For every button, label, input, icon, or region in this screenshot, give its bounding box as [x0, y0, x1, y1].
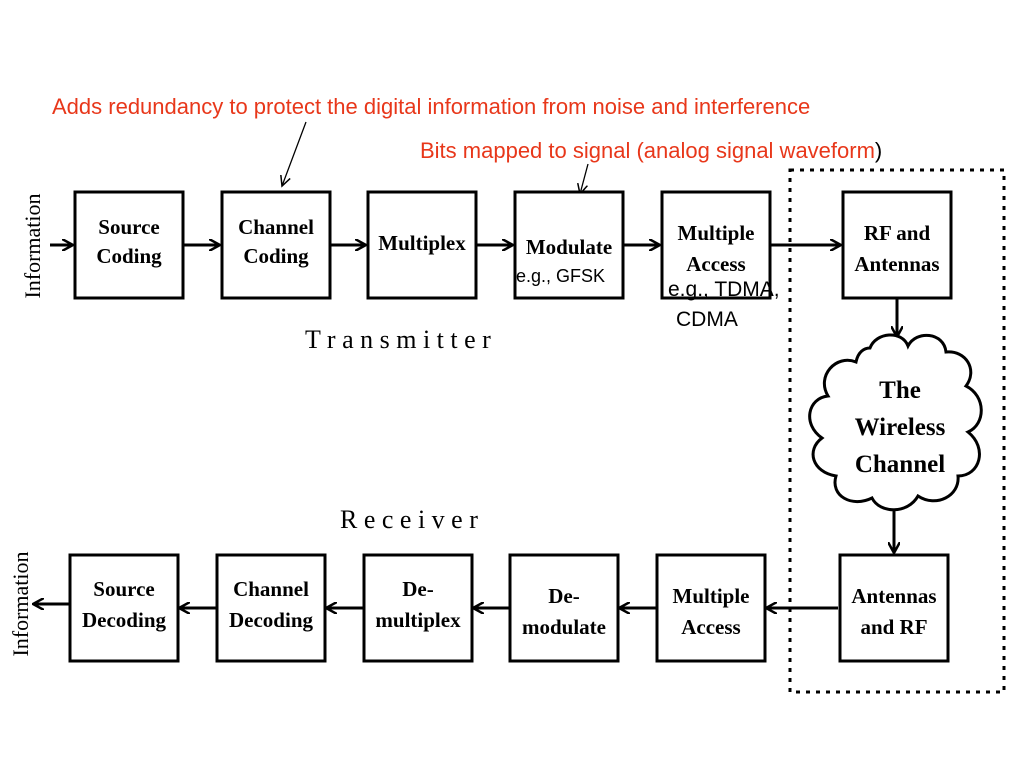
block-channel-decoding: Channel Decoding [215, 553, 327, 663]
transmitter-input-label: Information [20, 193, 45, 298]
svg-text:modulate: modulate [522, 615, 606, 639]
svg-text:Wireless: Wireless [855, 414, 946, 441]
svg-text:Source: Source [93, 577, 154, 601]
block-source-decoding: Source Decoding [68, 553, 180, 663]
block-modulate: Modulate e.g., GFSK [513, 190, 625, 300]
wireless-channel-cloud: The Wireless Channel [808, 333, 983, 512]
modulate-annotation: Bits mapped to signal (analog signal wav… [420, 138, 882, 163]
svg-text:Channel: Channel [855, 451, 945, 478]
block-demodulate: De- modulate [508, 553, 620, 663]
channel-coding-annotation: Adds redundancy to protect the digital i… [52, 94, 810, 119]
svg-text:and RF: and RF [860, 615, 927, 639]
svg-text:Channel: Channel [238, 215, 314, 239]
svg-text:Coding: Coding [96, 244, 162, 268]
wireless-boundary [788, 168, 1006, 694]
svg-text:RF and: RF and [864, 221, 931, 245]
svg-text:Access: Access [681, 615, 740, 639]
access-example-line1: e.g., TDMA, [668, 278, 780, 301]
svg-text:Decoding: Decoding [82, 608, 167, 632]
svg-text:Antennas: Antennas [851, 584, 936, 608]
svg-text:Source: Source [98, 215, 159, 239]
modulate-example: e.g., GFSK [516, 266, 605, 286]
receiver-output-label: Information [8, 551, 33, 656]
svg-text:multiplex: multiplex [375, 608, 461, 632]
svg-text:De-: De- [548, 584, 579, 608]
svg-text:Channel: Channel [233, 577, 309, 601]
access-example-line2: CDMA [676, 308, 738, 331]
block-multiple-access-tx: Multiple Access [660, 190, 772, 300]
svg-text:Multiplex: Multiplex [378, 231, 466, 255]
transmitter-title: T r a n s m i t t e r [305, 325, 491, 354]
block-antennas-rf: Antennas and RF [838, 553, 950, 663]
svg-text:Decoding: Decoding [229, 608, 314, 632]
receiver-title: R e c e i v e r [340, 505, 478, 534]
block-multiple-access-rx: Multiple Access [655, 553, 767, 663]
svg-text:Coding: Coding [243, 244, 309, 268]
block-multiplex: Multiplex [366, 190, 478, 300]
transmitter-arrows [50, 245, 897, 336]
block-demultiplex: De- multiplex [362, 553, 474, 663]
modulate-pointer [580, 163, 589, 194]
svg-text:Multiple: Multiple [678, 221, 755, 245]
svg-text:Antennas: Antennas [854, 252, 939, 276]
block-rf-antennas: RF and Antennas [841, 190, 953, 300]
block-channel-coding: Channel Coding [220, 190, 332, 300]
svg-text:Multiple: Multiple [673, 584, 750, 608]
svg-text:The: The [879, 377, 921, 404]
receiver-arrows [34, 604, 838, 608]
channel-coding-pointer [282, 121, 307, 186]
svg-text:De-: De- [402, 577, 433, 601]
svg-text:Modulate: Modulate [526, 235, 612, 259]
block-source-coding: Source Coding [73, 190, 185, 300]
svg-text:Access: Access [686, 252, 745, 276]
